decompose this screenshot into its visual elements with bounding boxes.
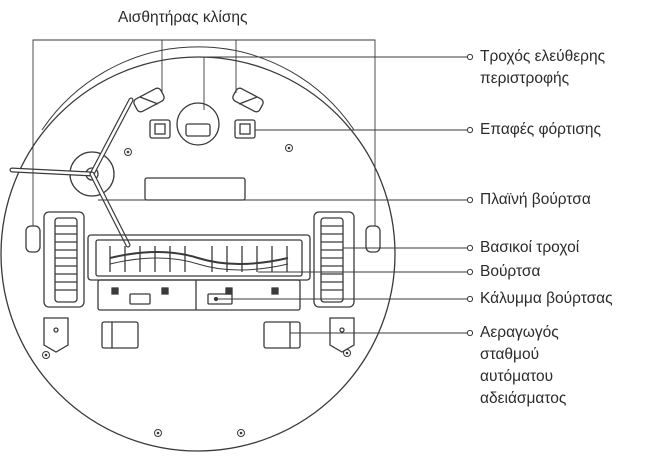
label-main-wheels: Βασικοί τροχοί [480,239,580,256]
cliff-sensor-side-left [25,225,41,253]
label-side-brush: Πλαϊνή βούρτσα [480,191,591,208]
label-caster-wheel: Τροχός ελεύθερης περιστροφής [480,46,659,90]
label-brush-cover: Κάλυμμα βούρτσας [480,290,613,307]
cliff-sensor-right [232,87,264,113]
robot-body-outline [0,56,396,452]
callout-caster-wheel [203,56,468,110]
label-auto-empty-duct: Αεραγωγός σταθμού αυτόματου αδειάσματος [480,322,659,410]
label-charging-contacts: Επαφές φόρτισης [480,121,602,138]
main-brush [87,234,311,281]
cliff-sensor-left [133,87,165,113]
label-cliff-sensor: Αισθητήρας κλίσης [118,9,248,26]
label-auto-empty-duct-line-4: αδειάσματος [480,390,567,407]
callout-lines [32,39,468,334]
cliff-sensor-side-right [365,225,381,253]
label-main-brush: Βούρτσα [480,263,541,280]
side-brush [9,97,134,248]
main-wheel-left [43,211,85,308]
screws [42,144,351,437]
label-auto-empty-duct-line-1: Αεραγωγός [480,324,559,341]
label-caster-wheel-line-1: Τροχός ελεύθερης [480,48,606,65]
auto-empty-duct [101,321,301,349]
label-plate [144,177,246,201]
caster-wheel [176,102,220,146]
label-auto-empty-duct-line-2: σταθμού [480,346,540,363]
main-wheel-right [313,211,355,308]
callout-end-dots [466,53,474,337]
bottom-cutouts [43,317,355,353]
label-auto-empty-duct-line-3: αυτόματου [480,368,554,385]
brush-cover [97,279,301,311]
charging-contacts [149,119,256,139]
callout-cliff-sensor [32,39,376,226]
robot-rim-arc [41,46,355,131]
label-caster-wheel-line-2: περιστροφής [480,70,570,87]
